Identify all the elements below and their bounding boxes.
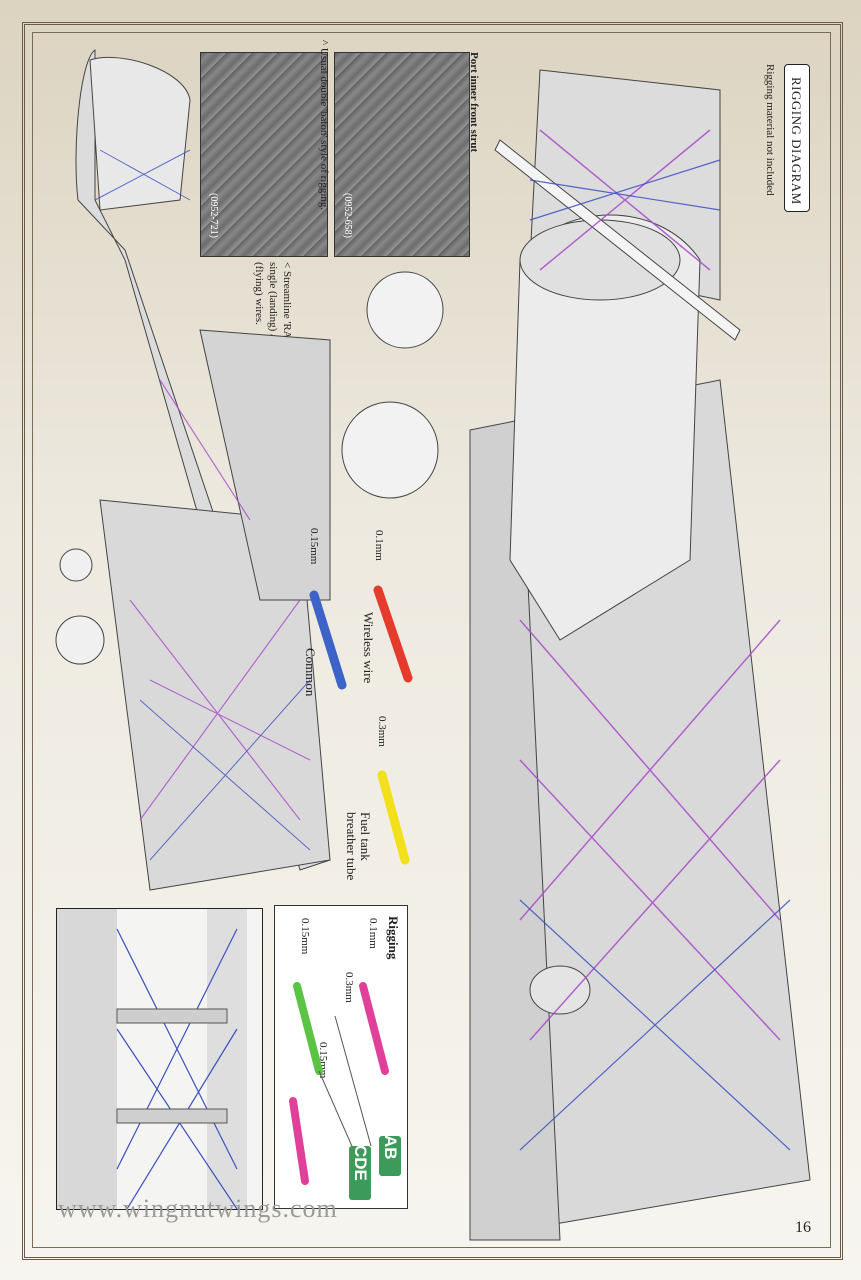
page-inner-border xyxy=(32,32,831,1248)
detail-inset xyxy=(56,908,263,1210)
rigging-tag-ab: AB xyxy=(379,1135,401,1176)
website-watermark: www.wingnutwings.com xyxy=(58,1194,338,1223)
wire-legend-swatches xyxy=(309,585,413,865)
wireless-wire-label: Wireless wire xyxy=(361,612,376,684)
aircraft-top-view xyxy=(55,49,331,891)
rigging-tag-cde: CDE xyxy=(349,1145,371,1200)
common-wire-swatch xyxy=(309,590,347,690)
rigging-diagram-title-box: RIGGING DIAGRAM xyxy=(784,64,810,212)
fuel-breather-swatch xyxy=(377,770,410,865)
detail-inset-illustration xyxy=(57,909,247,1209)
common-wire-size: 0.15mm xyxy=(308,528,320,565)
aircraft-main-view xyxy=(341,69,811,1241)
reference-photo-baton-rigging: (0952-721) xyxy=(200,52,328,257)
page-number: 16 xyxy=(795,1219,811,1236)
rigging-legend-box: Rigging 0.1mm 0.3mm 0.15mm 0.15mm AB CDE xyxy=(274,905,408,1209)
wireless-wire-size: 0.1mm xyxy=(373,530,385,561)
fuel-breather-size: 0.3mm xyxy=(376,716,388,747)
page-border xyxy=(22,22,843,1260)
common-wire-label: Common xyxy=(303,648,318,697)
fuel-breather-label: Fuel tank breather tube xyxy=(344,812,373,881)
rigging-swatches xyxy=(289,982,389,1185)
wireless-wire-swatch xyxy=(373,585,413,683)
reference-photo-front-strut: (0952-658) xyxy=(334,52,470,257)
